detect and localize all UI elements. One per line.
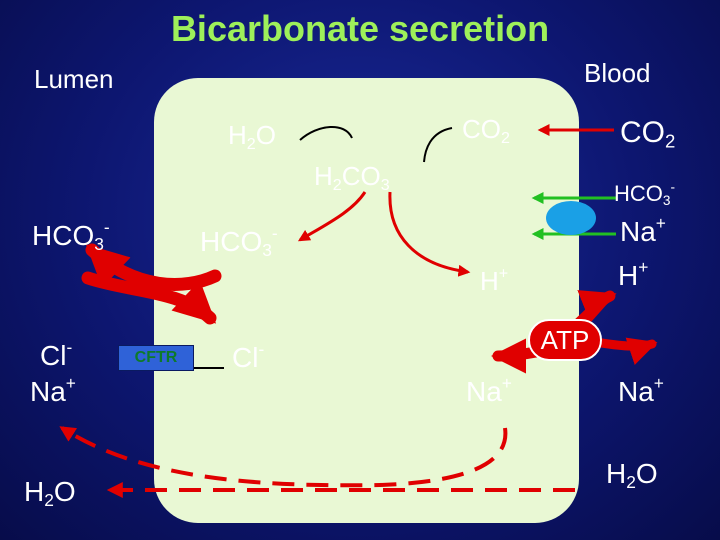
- h2co3-to-hco3-arrow: [297, 191, 367, 242]
- co2-to-h2co3-line: [423, 127, 453, 163]
- h-cell-label: H+: [480, 264, 509, 296]
- hco3-cell-label: HCO3-: [200, 222, 278, 261]
- exchanger-cl-in-arrow: [81, 271, 217, 325]
- cftr-label: CFTR: [134, 349, 178, 366]
- hco3-blood-label: HCO3-: [614, 179, 676, 209]
- paracellular-na-path: [59, 426, 508, 488]
- cftr-channel: CFTR: [118, 345, 194, 371]
- epithelial-cell: [154, 78, 579, 523]
- co2-blood-label: CO2: [620, 116, 676, 152]
- h2o-cell-label: H2O: [228, 120, 276, 153]
- atpase-pump: ATP: [528, 319, 602, 361]
- h2o-to-h2co3-line: [299, 125, 353, 141]
- exchanger-hco3-out-arrow: [85, 243, 222, 291]
- na-lumen-label: Na+: [30, 372, 76, 407]
- lumen-label: Lumen: [34, 64, 114, 94]
- page-title: Bicarbonate secretion: [170, 8, 550, 49]
- na-cell-label: Na+: [466, 372, 512, 407]
- cl-cell-label: Cl-: [232, 338, 265, 373]
- co2-cell-label: CO2: [462, 114, 510, 147]
- h2o-lumen-label: H2O: [24, 476, 76, 511]
- na-efflux-arrow: [590, 337, 658, 365]
- hco3-lumen-label: HCO3-: [32, 216, 110, 255]
- h2o-blood-label: H2O: [606, 458, 658, 493]
- cl-lumen-label: Cl-: [40, 336, 73, 371]
- atp-label: ATP: [540, 325, 590, 355]
- blood-label: Blood: [584, 58, 651, 88]
- na-hco3-cotransporter: [546, 201, 596, 235]
- h-blood-label: H+: [618, 256, 649, 291]
- h2co3-to-h-arrow: [388, 191, 471, 277]
- na-blood-top-label: Na+: [620, 212, 666, 247]
- na-blood-bottom-label: Na+: [618, 372, 664, 407]
- h2co3-label: H2CO3: [314, 161, 390, 194]
